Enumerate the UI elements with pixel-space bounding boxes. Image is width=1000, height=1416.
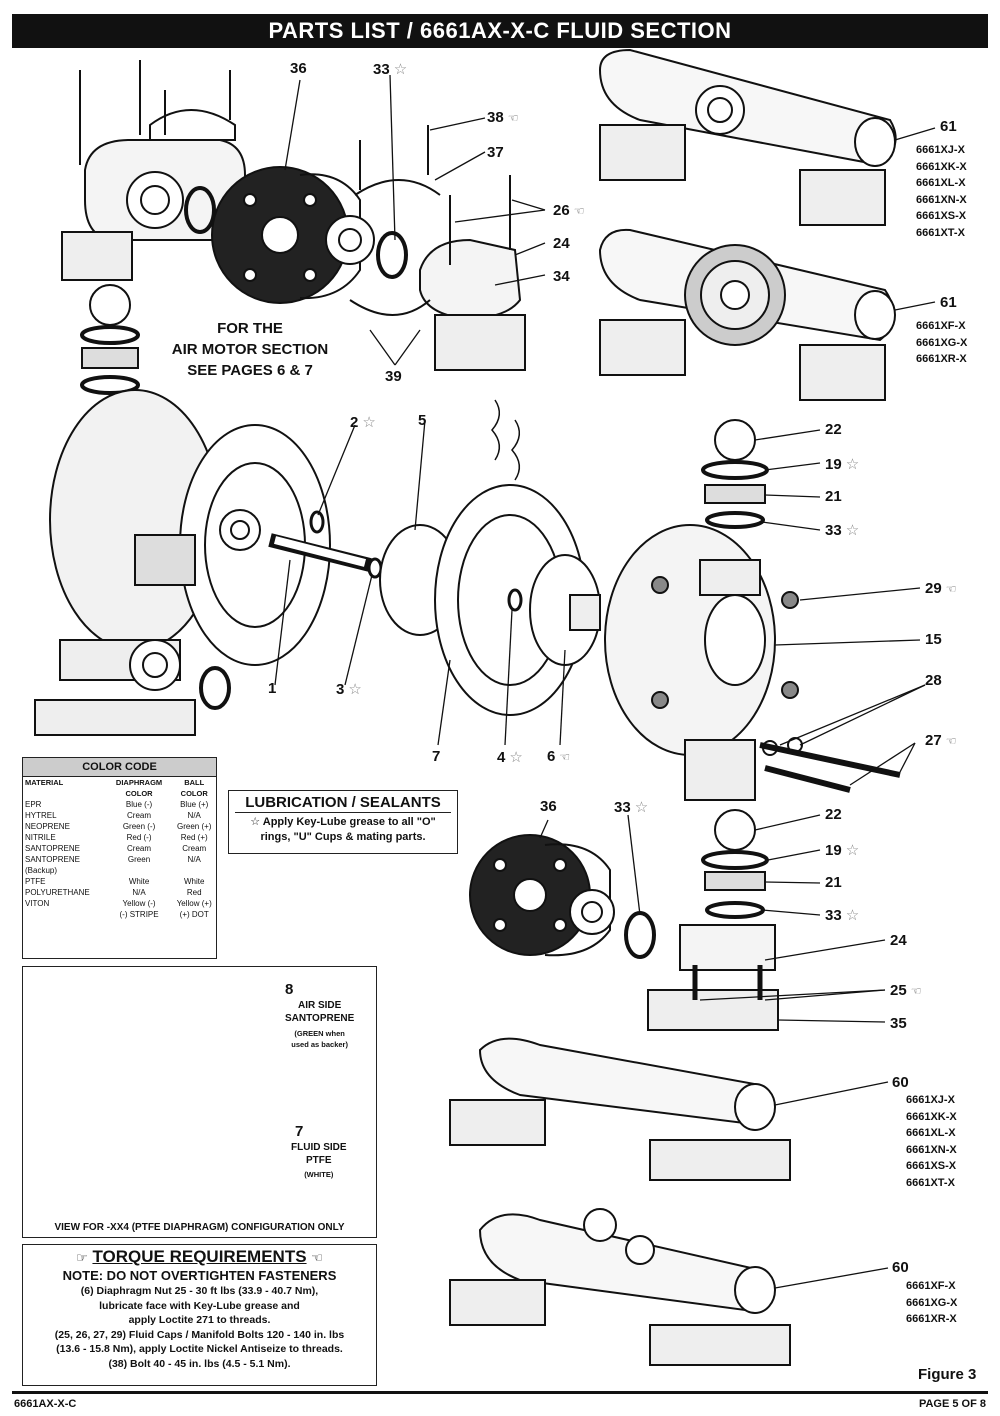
star-icon: ☆: [845, 907, 860, 924]
air-motor-note: FOR THE AIR MOTOR SECTION SEE PAGES 6 & …: [171, 320, 329, 379]
callout-22: 22: [825, 806, 842, 823]
callout-24: 24: [553, 235, 570, 252]
callout-60: 60: [892, 1074, 909, 1091]
page-title: PARTS LIST / 6661AX-X-C FLUID SECTION: [12, 14, 988, 48]
callout-7: 7: [295, 1123, 304, 1140]
callout-26: 26☜: [553, 202, 585, 219]
star-icon: ☆: [348, 681, 362, 698]
callout-22: 22: [825, 421, 842, 438]
callout-1: 1: [268, 680, 277, 697]
torque-specs: (6) Diaphragm Nut 25 - 30 ft lbs (33.9 -…: [54, 1285, 345, 1370]
callout-21: 21: [825, 488, 842, 505]
lubrication-title: LUBRICATION / SEALANTS: [235, 794, 451, 813]
callout-21: 21: [825, 874, 842, 891]
footer-model-number: 6661AX-X-C: [14, 1398, 77, 1410]
header-diaphragm-color: DIAPHRAGM COLOR: [115, 778, 163, 798]
callout-19: 19☆: [825, 842, 860, 859]
air-side-label: AIR SIDE SANTOPRENE (GREEN when used as …: [285, 1000, 355, 1049]
callout-5: 5: [418, 412, 427, 429]
star-icon: ☆: [845, 522, 860, 539]
star-icon: ☆: [845, 456, 860, 473]
star-icon: ☆: [509, 749, 523, 766]
callout-25: 25☜: [890, 982, 922, 999]
callout-7: 7: [432, 748, 441, 765]
callout-33: 33☆: [825, 907, 860, 924]
hand-pointer-icon: ☜: [559, 750, 571, 764]
hand-pointer-icon: ☜: [945, 582, 957, 596]
callout-15: 15: [925, 631, 942, 648]
header-material: MATERIAL: [25, 778, 64, 787]
hand-pointer-icon: ☜: [573, 204, 585, 218]
color-code-table: COLOR CODE MATERIAL DIAPHRAGM COLOR BALL…: [22, 757, 217, 959]
hand-pointer-icon: ☞: [76, 1250, 88, 1265]
hand-pointer-icon: ☜: [311, 1250, 323, 1265]
callout-38: 38☜: [487, 109, 519, 126]
callout-19: 19☆: [825, 456, 860, 473]
callout-34: 34: [553, 268, 570, 285]
callout-4: 4☆: [497, 749, 523, 766]
torque-warning: NOTE: DO NOT OVERTIGHTEN FASTENERS: [62, 1268, 337, 1283]
hand-pointer-icon: ☜: [910, 984, 922, 998]
callout-6: 6☜: [547, 748, 571, 765]
callout-24: 24: [890, 932, 907, 949]
star-icon: ☆: [250, 816, 261, 828]
table-row: (-) STRIPE(+) DOT: [119, 910, 209, 919]
color-code-title: COLOR CODE: [23, 758, 216, 777]
callout-33: 33☆: [614, 799, 649, 816]
hand-pointer-icon: ☜: [945, 734, 957, 748]
callout-39: 39: [385, 368, 402, 385]
footer-divider: [12, 1391, 988, 1394]
fluid-side-label: FLUID SIDE PTFE (WHITE): [291, 1142, 347, 1179]
callout-2: 2☆: [350, 414, 376, 431]
callout-36: 36: [290, 60, 307, 77]
torque-requirements-box: ☞ TORQUE REQUIREMENTS ☜ NOTE: DO NOT OVE…: [22, 1244, 377, 1386]
star-icon: ☆: [362, 414, 376, 431]
callout-33: 33☆: [373, 61, 408, 78]
header-ball-color: BALL COLOR: [180, 778, 208, 798]
figure-label: Figure 3: [918, 1366, 977, 1383]
callout-33: 33☆: [825, 522, 860, 539]
callout-29: 29☜: [925, 580, 957, 597]
footer-page-number: PAGE 5 OF 8: [918, 1398, 986, 1410]
callout-61: 61: [940, 118, 957, 135]
ptfe-diaphragm-view: 8 AIR SIDE SANTOPRENE (GREEN when used a…: [22, 966, 377, 1238]
torque-title: ☞ TORQUE REQUIREMENTS ☜: [76, 1247, 323, 1266]
lubrication-box: LUBRICATION / SEALANTS ☆ Apply Key-Lube …: [228, 790, 458, 854]
callout-28: 28: [925, 672, 942, 689]
callout-61: 61: [940, 294, 957, 311]
star-icon: ☆: [845, 842, 860, 859]
callout-8: 8: [285, 981, 294, 998]
lubrication-text: ☆ Apply Key-Lube grease to all "O" rings…: [250, 816, 436, 843]
view-caption: VIEW FOR -XX4 (PTFE DIAPHRAGM) CONFIGURA…: [54, 1222, 345, 1233]
star-icon: ☆: [393, 61, 408, 78]
callout-37: 37: [487, 144, 504, 161]
callout-35: 35: [890, 1015, 907, 1032]
hand-pointer-icon: ☜: [507, 111, 519, 125]
callout-27: 27☜: [925, 732, 957, 749]
callout-3: 3☆: [336, 681, 362, 698]
callout-60: 60: [892, 1259, 909, 1276]
star-icon: ☆: [634, 799, 649, 816]
callout-36: 36: [540, 798, 557, 815]
